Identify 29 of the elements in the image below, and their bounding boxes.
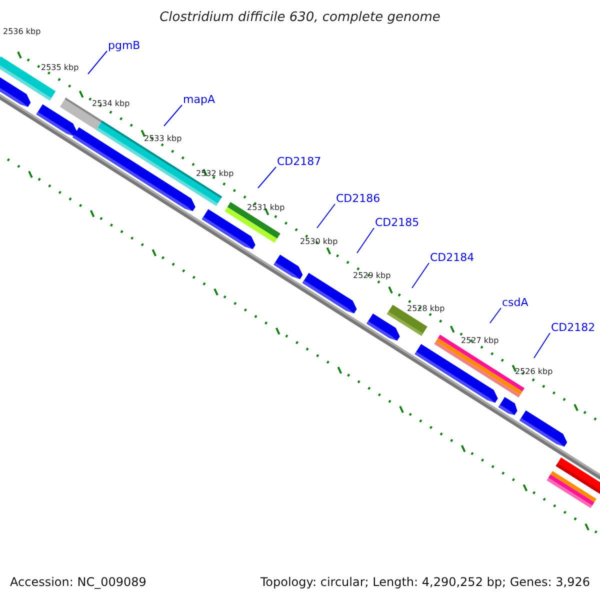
gene-label: csdA	[502, 297, 528, 308]
genome-summary: Topology: circular; Length: 4,290,252 bp; Genes: 3,926	[260, 576, 590, 588]
diagram-title: Clostridium difficile 630, complete genome	[158, 11, 442, 24]
scale-label: 2536 kbp	[3, 28, 41, 36]
gene-label: CD2186	[336, 193, 380, 204]
scale-label: 2535 kbp	[41, 64, 79, 72]
leader-line	[258, 166, 276, 188]
scale-label: 2533 kbp	[144, 135, 182, 143]
accession-note: Accession: NC_009089	[10, 576, 146, 588]
gene-label: CD2187	[277, 156, 322, 167]
scale-label: 2530 kbp	[300, 238, 338, 246]
scale-label: 2531 kbp	[247, 204, 285, 212]
leader-line	[356, 228, 374, 254]
leader-line	[534, 332, 550, 358]
scale-label: 2526 kbp	[515, 368, 553, 376]
scale-label: 2529 kbp	[353, 272, 391, 280]
leader-line	[88, 50, 108, 74]
leader-line	[164, 104, 182, 126]
gene-label: CD2182	[551, 322, 596, 333]
scale-label: 2527 kbp	[461, 337, 499, 345]
leader-line	[412, 262, 430, 288]
leader-line	[490, 308, 502, 324]
gene-label: CD2184	[430, 252, 474, 263]
gene-label: mapA	[183, 94, 215, 105]
gene-label: pgmB	[108, 40, 140, 51]
scale-label: 2534 kbp	[92, 100, 130, 108]
scale-label: 2528 kbp	[407, 305, 445, 313]
gene-label: CD2185	[375, 217, 420, 228]
leader-line	[316, 204, 336, 228]
